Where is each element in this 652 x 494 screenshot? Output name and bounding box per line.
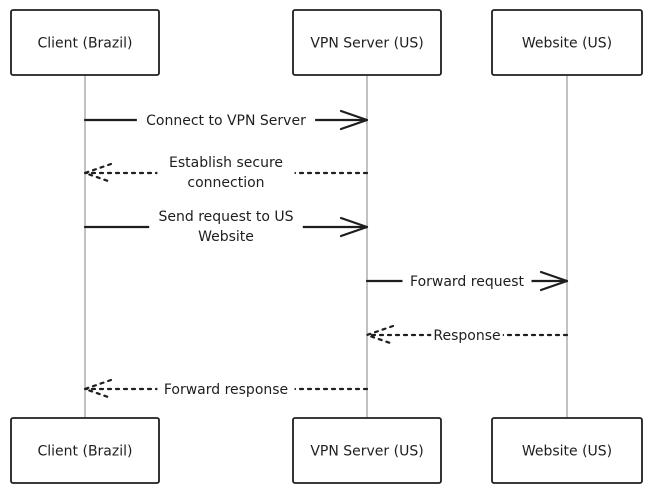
message-label: Forward request — [410, 274, 524, 290]
arrowhead-icon — [339, 216, 369, 238]
participant-label: Client (Brazil) — [38, 36, 133, 52]
message-4: Forward request — [365, 270, 569, 292]
participant-web-top: Website (US) — [491, 9, 643, 76]
message-label: Response — [433, 328, 500, 344]
lifelines — [84, 75, 568, 418]
participant-box — [491, 9, 643, 76]
arrowhead-icon — [83, 162, 113, 184]
arrowhead-icon — [539, 270, 569, 292]
message-label-background — [157, 153, 295, 191]
message-label-background — [136, 111, 316, 129]
participant-box — [292, 9, 442, 76]
message-label: Forward response — [164, 382, 288, 398]
participant-label: VPN Server (US) — [310, 444, 423, 460]
participant-label: VPN Server (US) — [310, 36, 423, 52]
participant-label: Client (Brazil) — [38, 444, 133, 460]
participant-box — [10, 9, 160, 76]
message-label-background — [149, 207, 303, 245]
arrowhead-icon — [365, 324, 395, 346]
arrowhead-icon — [339, 109, 369, 131]
participant-client-top: Client (Brazil) — [10, 9, 160, 76]
message-label-background — [157, 380, 295, 398]
message-label: Send request to US — [158, 209, 293, 225]
message-3: Send request to US Website — [83, 207, 369, 245]
participant-boxes: Client (Brazil) Client (Brazil) VPN Server… — [10, 9, 643, 484]
participant-client-bottom: Client (Brazil) — [10, 417, 160, 484]
participant-label: Website (US) — [522, 444, 612, 460]
message-label: Connect to VPN Server — [146, 113, 306, 129]
message-label-background — [402, 272, 532, 290]
participant-vpn-top: VPN Server (US) — [292, 9, 442, 76]
arrowhead-icon — [83, 378, 113, 400]
message-1: Connect to VPN Server — [83, 109, 369, 131]
message-6: Forward response — [83, 378, 369, 400]
participant-label: Website (US) — [522, 36, 612, 52]
message-2: Establish secure connection — [83, 153, 369, 191]
message-label: connection — [187, 175, 264, 191]
message-label-background — [431, 326, 503, 344]
participant-box — [292, 417, 442, 484]
participant-box — [10, 417, 160, 484]
message-label: Website — [198, 229, 254, 245]
message-5: Response — [365, 324, 569, 346]
message-label: Establish secure — [169, 155, 283, 171]
participant-box — [491, 417, 643, 484]
participant-vpn-bottom: VPN Server (US) — [292, 417, 442, 484]
participant-web-bottom: Website (US) — [491, 417, 643, 484]
